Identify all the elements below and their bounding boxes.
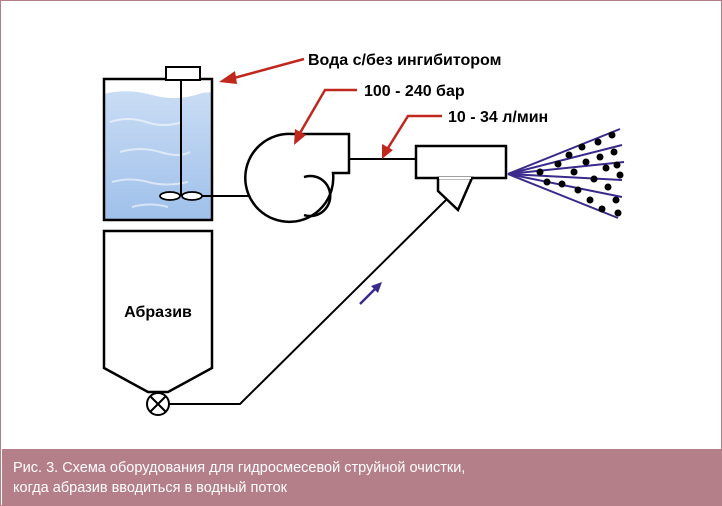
water-label: Вода с/без ингибитором [308, 52, 501, 69]
nozzle [414, 144, 508, 213]
callout-flow: 10 - 34 л/мин [382, 109, 548, 159]
valve-icon [146, 392, 170, 416]
caption-line-2: когда абразив вводиться в водный поток [13, 480, 287, 496]
callout-pressure: 100 - 240 бар [294, 83, 465, 145]
blasting-scheme-diagram: Абразив [102, 52, 625, 416]
figure-caption: Рис. 3. Схема оборудования для гидросмес… [2, 449, 722, 506]
abrasive-line [169, 197, 449, 405]
abrasive-label: Абразив [124, 304, 192, 321]
spray-jet [507, 128, 625, 219]
abrasive-hopper: Абразив [102, 229, 214, 394]
flow-label: 10 - 34 л/мин [448, 109, 548, 126]
high-pressure-pump [244, 132, 416, 224]
flow-direction-arrow [359, 282, 382, 305]
water-tank [102, 66, 214, 222]
pressure-label: 100 - 240 бар [364, 83, 465, 100]
callout-water: Вода с/без ингибитором [219, 52, 501, 84]
caption-line-1: Рис. 3. Схема оборудования для гидросмес… [13, 460, 466, 476]
